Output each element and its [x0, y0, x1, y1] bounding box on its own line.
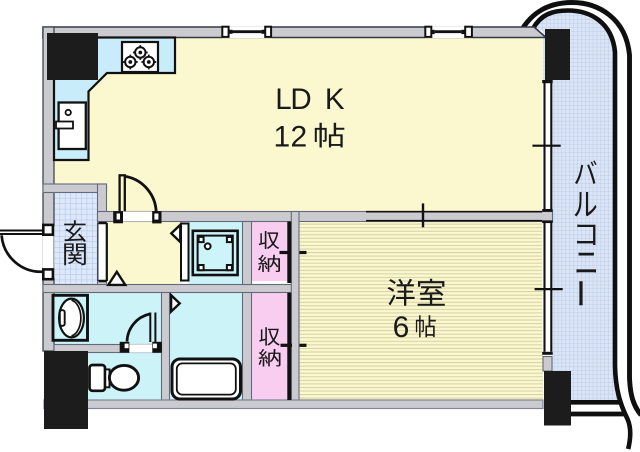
svg-text:L: L	[275, 83, 291, 116]
svg-text:K: K	[325, 83, 345, 116]
svg-text:1: 1	[274, 121, 291, 154]
svg-text:6: 6	[393, 311, 410, 344]
svg-text:D: D	[290, 83, 311, 116]
svg-text:2: 2	[290, 121, 307, 154]
